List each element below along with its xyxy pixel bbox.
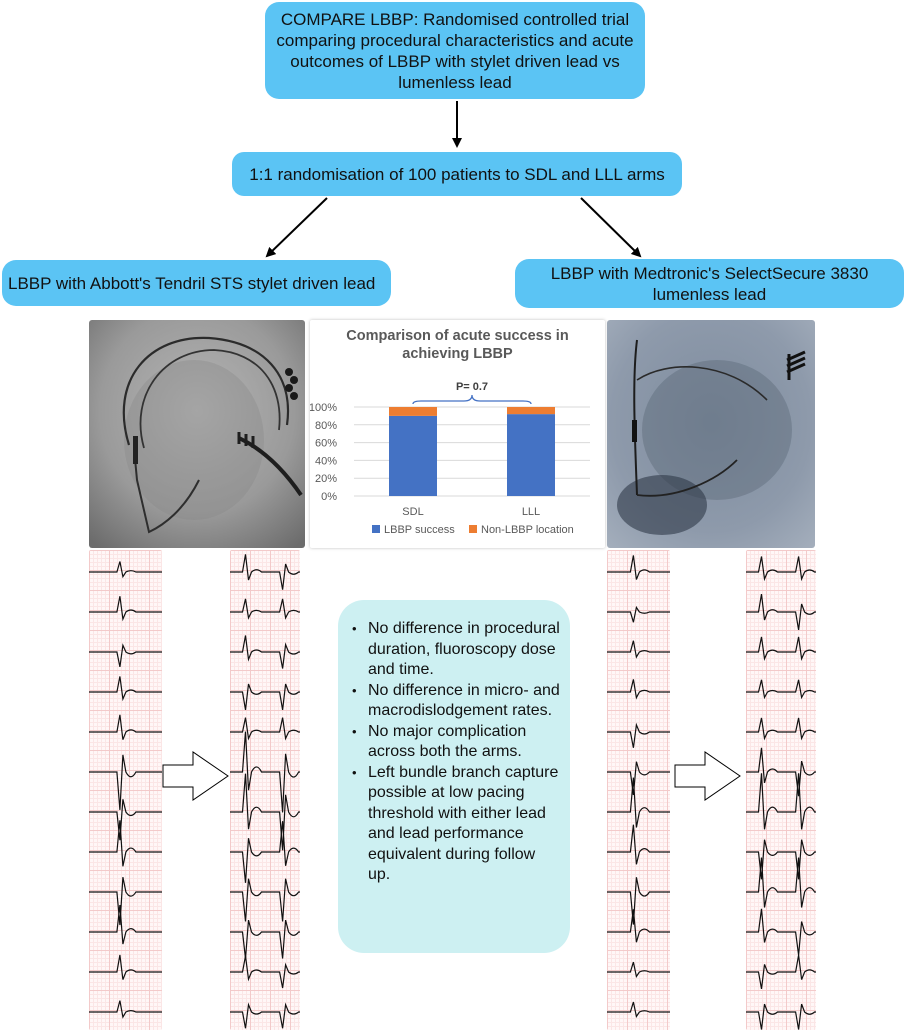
ecg-lead-trace (746, 839, 816, 880)
ecg-lead-trace (607, 722, 670, 748)
ecg-lead-trace (89, 676, 162, 702)
ecg-lead-trace (746, 954, 816, 990)
bar-sdl-non-lbbp-location (389, 407, 437, 416)
ecg-lead-trace (89, 754, 162, 810)
ecg-lead-trace (607, 961, 670, 979)
lll-baseline-ecg (607, 550, 670, 1030)
ecg-lead-trace (230, 821, 300, 883)
finding-item: No difference in procedural duration, fl… (352, 619, 560, 681)
ecg-lead-trace (607, 777, 670, 828)
ecg-lead-trace (746, 556, 816, 582)
ecg-lead-trace (89, 954, 162, 980)
study-title-text: COMPARE LBBP: Randomised controlled tria… (276, 9, 634, 92)
ecg-lead-trace (89, 799, 162, 841)
ecg-lead-trace (230, 955, 300, 989)
ecg-lead-trace (607, 824, 670, 865)
ecg-lead-trace (607, 605, 670, 623)
finding-item: Left bundle branch capture possible at l… (352, 763, 560, 886)
acute-success-chart: Comparison of acute success in achieving… (310, 320, 605, 548)
sdl-fluoroscopy-image (89, 320, 305, 548)
legend-swatch (469, 525, 477, 533)
ecg-lead-trace (89, 561, 162, 579)
ecg-lead-trace (746, 773, 816, 830)
ecg-lead-trace (89, 876, 162, 926)
bar-sdl-lbbp-success (389, 415, 437, 496)
sdl-paced-ecg (230, 550, 300, 1030)
ecg-lead-trace (746, 747, 816, 797)
study-title-box: COMPARE LBBP: Randomised controlled tria… (265, 2, 645, 99)
ecg-lead-trace (607, 640, 670, 659)
randomisation-text: 1:1 randomisation of 100 patients to SDL… (249, 164, 665, 184)
ecg-lead-trace (746, 636, 816, 661)
p-value-annotation: P= 0.7 (456, 381, 488, 393)
ecg-lead-trace (746, 594, 816, 630)
randomisation-box: 1:1 randomisation of 100 patients to SDL… (232, 152, 682, 196)
ecg-lead-trace (607, 1001, 670, 1019)
key-findings-box: No difference in procedural duration, fl… (338, 600, 570, 953)
y-tick-label: 40% (315, 455, 337, 467)
bar-lll-lbbp-success (507, 414, 555, 496)
ecg-lead-trace (89, 714, 162, 740)
ecg-lead-trace (746, 717, 816, 741)
x-tick-label: LLL (522, 506, 540, 518)
sdl-arm-text: LBBP with Abbott's Tendril STS stylet dr… (8, 273, 376, 293)
ecg-lead-trace (607, 761, 670, 795)
lll-ecg-transition-arrow (674, 751, 741, 801)
chart-title-line1: Comparison of acute success in (346, 328, 569, 344)
legend-label: LBBP success (384, 524, 455, 536)
sdl-arm-box: LBBP with Abbott's Tendril STS stylet dr… (2, 260, 391, 306)
ecg-lead-trace (230, 919, 300, 959)
ecg-lead-trace (230, 731, 300, 813)
ecg-lead-trace (746, 679, 816, 700)
ecg-lead-trace (607, 909, 670, 943)
sdl-baseline-ecg (89, 550, 162, 1030)
ecg-lead-trace (230, 1002, 300, 1029)
ecg-lead-trace (89, 905, 162, 945)
bar-lll-non-lbbp-location (507, 407, 555, 415)
flow-arrows (265, 101, 642, 258)
y-tick-label: 80% (315, 420, 337, 432)
y-tick-label: 60% (315, 438, 337, 450)
finding-item: No major complication across both the ar… (352, 722, 560, 763)
y-tick-label: 100% (310, 402, 337, 414)
ecg-lead-trace (746, 857, 816, 908)
x-tick-label: SDL (402, 506, 423, 518)
y-tick-label: 0% (321, 491, 337, 503)
finding-item: No difference in micro- and macrodislodg… (352, 681, 560, 722)
lll-arm-text: LBBP with Medtronic's SelectSecure 3830 … (550, 263, 869, 304)
ecg-lead-trace (230, 598, 300, 620)
ecg-lead-trace (230, 683, 300, 710)
sdl-ecg-transition-arrow (162, 751, 229, 801)
ecg-lead-trace (89, 1000, 162, 1019)
arrow-to-sdl-arm (265, 197, 328, 258)
ecg-lead-trace (607, 877, 670, 925)
lll-paced-ecg (746, 550, 816, 1030)
legend-label: Non-LBBP location (481, 524, 574, 536)
ecg-lead-trace (746, 1003, 816, 1030)
ecg-lead-trace (607, 555, 670, 580)
ecg-lead-trace (607, 679, 670, 700)
ecg-lead-trace (230, 554, 300, 590)
lll-fluoroscopy-image (607, 320, 815, 548)
ecg-lead-trace (746, 908, 816, 956)
ecg-lead-trace (230, 635, 300, 669)
ecg-lead-trace (89, 596, 162, 622)
y-tick-label: 20% (315, 473, 337, 485)
ecg-lead-trace (230, 878, 300, 922)
ecg-lead-trace (89, 643, 162, 668)
arrow-to-lll-arm (580, 197, 642, 258)
lll-arm-box: LBBP with Medtronic's SelectSecure 3830 … (515, 259, 904, 308)
legend-swatch (372, 525, 380, 533)
ecg-lead-trace (230, 773, 300, 851)
ecg-lead-trace (89, 820, 162, 867)
significance-bracket (412, 394, 532, 405)
ecg-lead-trace (230, 717, 300, 741)
chart-title-line2: achieving LBBP (402, 346, 513, 362)
